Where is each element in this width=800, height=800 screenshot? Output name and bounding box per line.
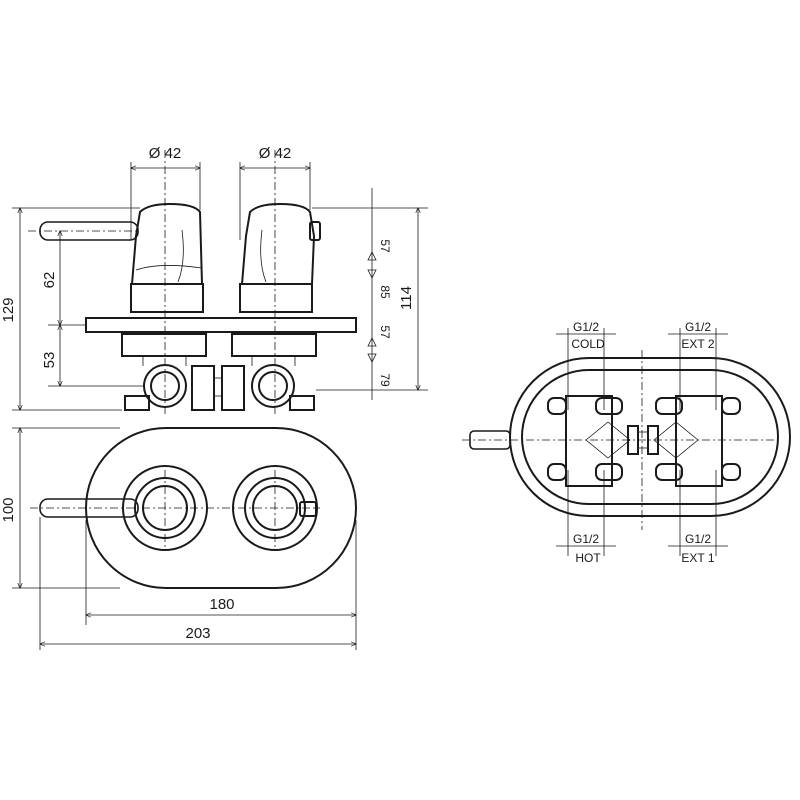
front-view: 100 180 203 [0, 427, 357, 650]
w180-label: 180 [209, 596, 234, 613]
port-ext1-name: EXT 1 [681, 551, 714, 565]
right-height-dims: 114 57 85 57 79 [312, 188, 428, 400]
w203-label: 203 [185, 625, 210, 642]
port-hot-name: HOT [575, 551, 601, 565]
body-left [547, 395, 639, 487]
diameter-dims: Ø 42 Ø 42 [131, 145, 310, 240]
h129-label: 129 [0, 297, 17, 322]
left-handle [130, 202, 204, 313]
dia-right-label: Ø 42 [259, 145, 292, 162]
dia-left-label: Ø 42 [149, 145, 182, 162]
h100-label: 100 [0, 497, 17, 522]
h57-top-label: 57 [378, 239, 392, 253]
port-ext1-thread: G1/2 [685, 532, 711, 546]
right-handle [239, 202, 321, 313]
left-lever [28, 221, 139, 241]
port-hot-thread: G1/2 [573, 532, 599, 546]
h57-bottom-label: 57 [378, 325, 392, 339]
port-ext2-thread: G1/2 [685, 320, 711, 334]
left-height-dims: 129 62 53 [0, 208, 144, 410]
h114-label: 114 [398, 286, 415, 310]
port-cold-name: COLD [571, 337, 605, 351]
port-cold-thread: G1/2 [573, 320, 599, 334]
h85-label: 85 [378, 285, 392, 299]
port-ext2-name: EXT 2 [681, 337, 714, 351]
cover-plate [85, 317, 357, 333]
h53-label: 53 [41, 352, 58, 369]
valve-bodies [121, 333, 317, 411]
back-view: G1/2 COLD G1/2 EXT 2 G1/2 HOT G1/2 EXT 1 [462, 320, 791, 565]
h79-label: 79 [378, 373, 392, 387]
h62-label: 62 [41, 272, 58, 289]
side-view: Ø 42 Ø 42 129 62 53 114 57 [0, 145, 428, 415]
body-right [637, 395, 741, 487]
